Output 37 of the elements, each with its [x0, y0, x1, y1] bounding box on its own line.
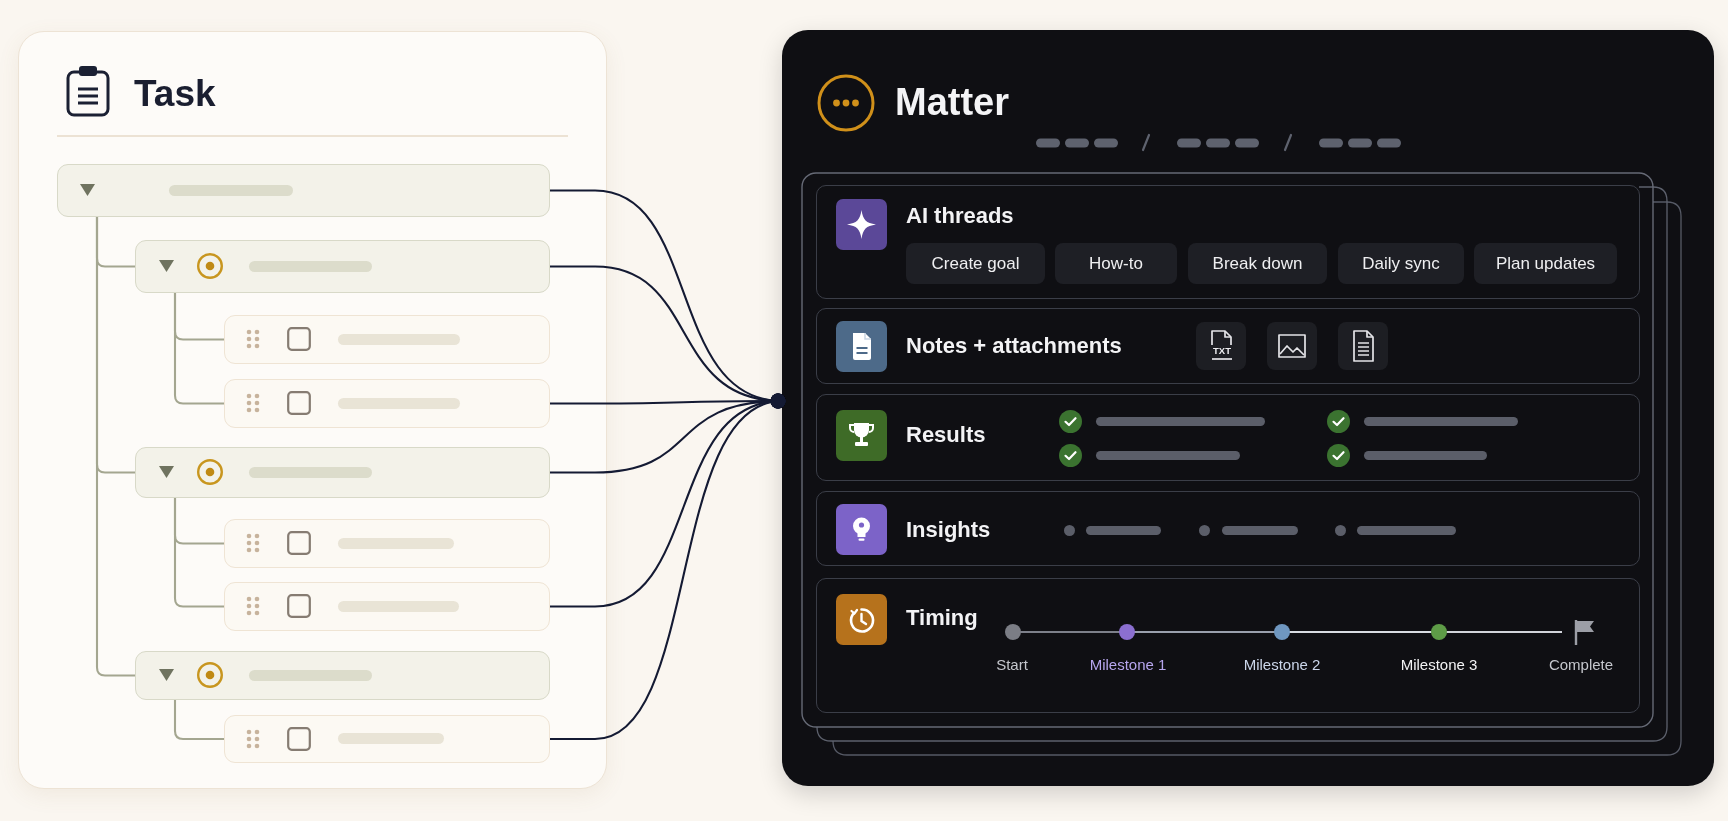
milestone-label: Milestone 1	[1089, 656, 1167, 674]
prompt-chip: How-to	[1055, 243, 1177, 284]
section-title: Timing	[906, 604, 978, 632]
section-title: Insights	[906, 516, 991, 544]
section-title: Results	[906, 421, 986, 449]
panel-title: Matter	[895, 80, 1010, 125]
group-row	[135, 447, 550, 498]
prompt-chip: Daily sync	[1338, 243, 1464, 284]
section-card	[816, 578, 1640, 713]
tree-line	[173, 291, 226, 405]
tree-line	[173, 496, 226, 608]
milestone-label: Milestone 2	[1243, 656, 1321, 674]
prompt-chip: Create goal	[906, 243, 1045, 284]
matter-panel	[782, 30, 1714, 786]
section-card	[816, 394, 1640, 481]
group-row	[135, 651, 550, 700]
file-type-label: TXT	[1213, 345, 1231, 357]
task-row	[224, 379, 550, 428]
section-card	[816, 308, 1640, 384]
section-card	[816, 491, 1640, 566]
task-row	[224, 315, 550, 364]
group-row	[57, 164, 550, 217]
task-row	[224, 715, 550, 763]
prompt-chip: Plan updates	[1474, 243, 1617, 284]
task-row	[224, 582, 550, 631]
task-panel	[18, 31, 607, 789]
task-row	[224, 519, 550, 568]
milestone-label: Start	[996, 656, 1028, 674]
section-title: Notes + attachments	[906, 332, 1122, 360]
milestone-label: Complete	[1548, 656, 1614, 674]
tree-line	[173, 698, 226, 741]
prompt-chip: Break down	[1188, 243, 1327, 284]
section-card	[816, 185, 1640, 299]
group-row	[135, 240, 550, 293]
milestone-label: Milestone 3	[1400, 656, 1478, 674]
section-title: AI threads	[906, 202, 1014, 230]
panel-title: Task	[134, 72, 216, 116]
